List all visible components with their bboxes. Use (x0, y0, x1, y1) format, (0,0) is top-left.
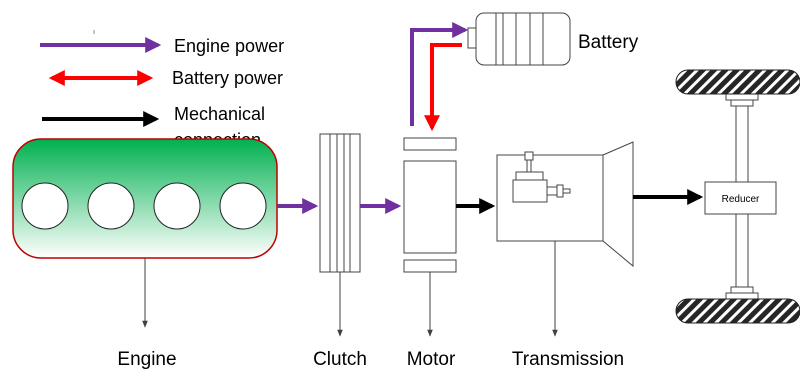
clutch (319, 133, 361, 273)
motor (403, 137, 457, 273)
legend-engine-power-label: Engine power (174, 36, 284, 56)
engine-cylinder-4 (219, 182, 267, 230)
motor-label: Motor (407, 349, 456, 370)
engine-power-arrow-to-battery (410, 22, 469, 126)
drive-axle (725, 93, 759, 300)
battery-label: Battery (578, 32, 639, 53)
engine-cylinder-1 (21, 182, 69, 230)
battery-body (475, 12, 571, 66)
transmission (496, 141, 634, 268)
legend-battery-power-label: Battery power (172, 68, 283, 88)
motor-top-plate (403, 137, 457, 151)
battery-power-arrow-to-motor (424, 43, 462, 132)
motor-bottom-plate (403, 259, 457, 273)
battery (467, 12, 571, 66)
legend-mechanical-label-line1: Mechanical (174, 104, 265, 124)
engine-cylinder-2 (87, 182, 135, 230)
clutch-label: Clutch (313, 349, 367, 370)
transmission-bell (602, 141, 634, 268)
engine-cylinder-3 (153, 182, 201, 230)
reducer-box (704, 181, 777, 215)
engine-label: Engine (117, 349, 176, 370)
motor-body (403, 160, 457, 254)
transmission-label: Transmission (512, 349, 624, 370)
reducer-label: Reducer (722, 194, 760, 205)
gear-shift-icon (512, 151, 571, 203)
wheel-bottom (675, 298, 800, 324)
engine (12, 138, 278, 259)
wheel-top (675, 69, 800, 95)
battery-terminal (467, 27, 477, 49)
legend: Engine power Battery power Mechanical co… (40, 30, 284, 150)
